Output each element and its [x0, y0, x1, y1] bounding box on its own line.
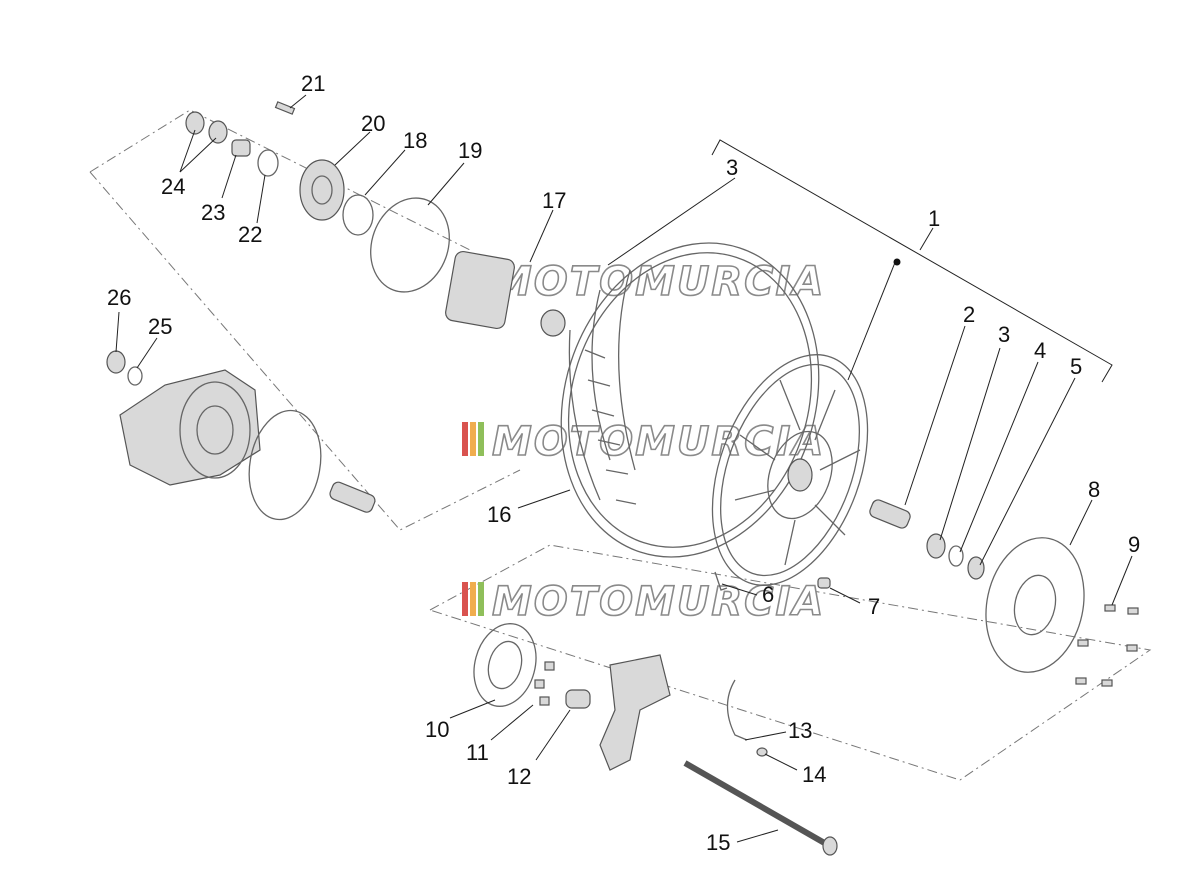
callout-2: 2: [963, 302, 975, 327]
abs-sensor-13: [726, 679, 748, 741]
leader-lines: [115, 94, 1133, 843]
callout-5: 5: [1070, 354, 1082, 379]
damper-19: [370, 197, 450, 293]
callout-10: 10: [425, 717, 449, 742]
oring-25: [127, 366, 143, 386]
callout-16: 16: [487, 502, 511, 527]
callout-24: 24: [161, 174, 185, 199]
brake-disc: [985, 537, 1085, 673]
callout-3b: 3: [726, 155, 738, 180]
abs-ring-10: [473, 623, 537, 707]
callout-20: 20: [361, 111, 385, 136]
callout-19: 19: [458, 138, 482, 163]
callout-22: 22: [238, 222, 262, 247]
callout-7: 7: [868, 594, 880, 619]
oring-22: [257, 149, 279, 177]
spacer-2: [869, 499, 911, 529]
callout-6: 6: [762, 582, 774, 607]
callout-13: 13: [788, 718, 812, 743]
seal-5: [967, 556, 985, 580]
rim: [711, 354, 869, 586]
gearbox-housing: [119, 369, 376, 521]
watermark-2: MOTOMURCIA: [462, 418, 825, 466]
oring-18: [342, 194, 374, 236]
screw-14: [756, 747, 768, 757]
axle-15: [683, 760, 838, 856]
callout-14: 14: [802, 762, 826, 787]
callout-25: 25: [148, 314, 172, 339]
marker-dot: [893, 258, 901, 266]
bearing-17b: [540, 309, 566, 337]
watermark-3: MOTOMURCIA: [462, 578, 825, 626]
watermark-1: MOTOMURCIA: [462, 258, 825, 306]
callouts: 1 2 3 3 4 5 6 7 8 9 10 11 12 13 14 15 16…: [107, 71, 1140, 855]
bearing-3: [926, 533, 946, 559]
valve-6: [714, 571, 728, 591]
disc-screws: [1075, 604, 1139, 687]
bearing-24b: [208, 120, 228, 144]
bearing-24a: [185, 111, 205, 135]
callout-12: 12: [507, 764, 531, 789]
callout-21: 21: [301, 71, 325, 96]
bush-12: [565, 689, 591, 709]
bracket-1: [711, 139, 1113, 383]
bush-23: [231, 139, 251, 157]
screws-11: [534, 661, 555, 706]
callout-11: 11: [466, 740, 489, 765]
svg-text:MOTOMURCIA: MOTOMURCIA: [492, 419, 825, 465]
callout-8: 8: [1088, 477, 1100, 502]
svg-text:MOTOMURCIA: MOTOMURCIA: [492, 259, 825, 305]
callout-26: 26: [107, 285, 131, 310]
valve-7: [817, 577, 831, 589]
callout-23: 23: [201, 200, 225, 225]
seal-26: [106, 350, 126, 374]
flange-20: [299, 159, 345, 221]
tire: [560, 242, 820, 558]
svg-text:MOTOMURCIA: MOTOMURCIA: [492, 579, 825, 625]
callout-4: 4: [1034, 338, 1046, 363]
callout-18: 18: [403, 128, 427, 153]
screw-21: [274, 101, 296, 115]
callout-1: 1: [928, 206, 940, 231]
cush-drive-17: [445, 250, 515, 330]
callout-17: 17: [542, 188, 566, 213]
callout-15: 15: [706, 830, 730, 855]
callout-9: 9: [1128, 532, 1140, 557]
circlip-4: [948, 545, 964, 567]
caliper: [599, 654, 671, 771]
callout-3a: 3: [998, 322, 1010, 347]
